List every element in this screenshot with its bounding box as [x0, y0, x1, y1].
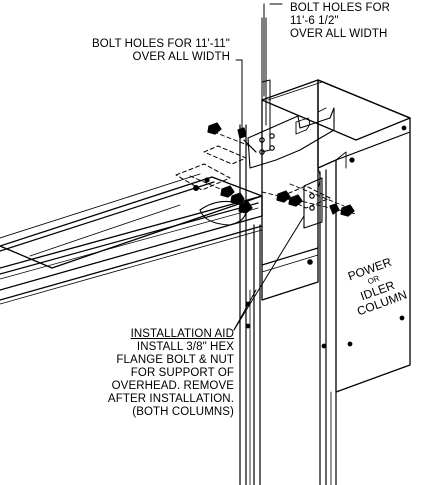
callout-line: OVER ALL WIDTH — [290, 28, 388, 40]
callout-line: BOLT HOLES FOR 11'-11" — [91, 38, 230, 50]
left-upright — [239, 124, 261, 485]
callout-line: AFTER INSTALLATION. — [107, 393, 234, 405]
callout-bolt-holes-11-11: BOLT HOLES FOR 11'-11" OVER ALL WIDTH — [92, 38, 230, 64]
callout-line: 11'-6 1/2" — [290, 15, 339, 27]
callout-line: OVER ALL WIDTH — [132, 51, 230, 63]
callout-line: (BOTH COLUMNS) — [132, 406, 234, 418]
callout-line: FOR SUPPORT OF — [130, 367, 234, 379]
left-bolt-assembly — [175, 122, 257, 214]
overhead-header-beam — [0, 173, 263, 305]
callout-bolt-holes-11-6: BOLT HOLES FOR 11'-6 1/2" OVER ALL WIDTH — [290, 2, 390, 41]
callout-line: BOLT HOLES FOR — [290, 2, 391, 14]
callout-installation-aid: INSTALLATION AID INSTALL 3/8" HEX FLANGE… — [108, 328, 234, 419]
callout-line: INSTALL 3/8" HEX — [136, 341, 234, 353]
leader-lines — [233, 3, 305, 331]
callout-line: OVERHEAD. REMOVE — [111, 380, 234, 392]
installation-aid-title: INSTALLATION AID — [130, 328, 234, 340]
right-bolt-assembly — [261, 177, 357, 229]
header-plate — [247, 17, 411, 301]
callout-line: FLANGE BOLT & NUT — [116, 354, 234, 366]
power-idler-column — [317, 79, 411, 485]
